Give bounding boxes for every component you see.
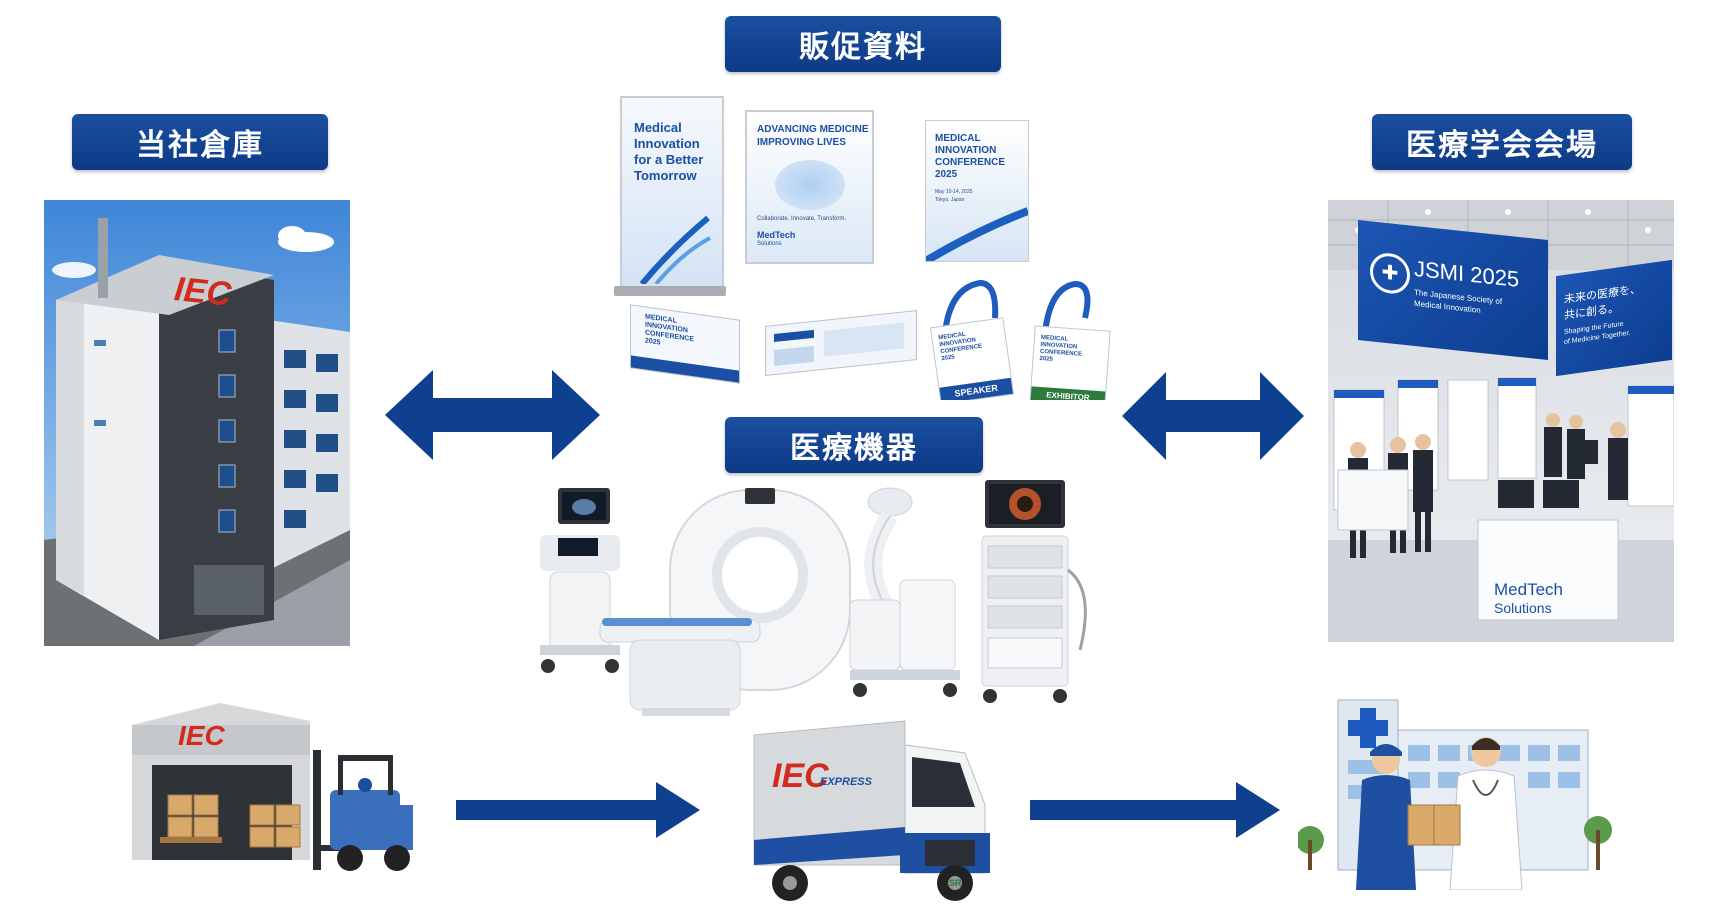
banner-left-line-2: Innovation — [634, 136, 700, 151]
poster-title-3: CONFERENCE — [935, 157, 1006, 168]
truck-brand-text: IEC — [772, 757, 829, 795]
flow-arrow-warehouse-to-truck — [456, 782, 700, 838]
banner-left-line-3: for a Better — [634, 152, 704, 167]
promo-materials-image: Medical Innovation for a Better Tomorrow… — [600, 90, 1120, 400]
medical-equipment-image — [520, 480, 1140, 725]
badge-speaker: MEDICAL INNOVATION CONFERENCE 2025 SPEAK… — [929, 317, 1015, 400]
warehouse-forklift-image: IEC — [120, 695, 420, 885]
small-warehouse-sign-text: IEC — [178, 720, 225, 751]
jsmi-banner: ✚ JSMI 2025 The Japanese Society of Medi… — [1358, 220, 1548, 360]
banner-center-tagline: Collaborate. Innovate. Transform. — [757, 216, 847, 222]
label-medical-conference-venue: 医療学会会場 — [1372, 114, 1632, 170]
poster-title-1: MEDICAL — [935, 133, 981, 144]
banner-left-line-1: Medical — [634, 120, 682, 135]
badge-exhibitor: MEDICAL INNOVATION CONFERENCE 2025 EXHIB… — [1029, 325, 1111, 400]
label-promo-materials: 販促資料 — [725, 16, 1001, 72]
poster-title-2: INNOVATION — [935, 145, 997, 156]
roll-up-banner-center: ADVANCING MEDICINE IMPROVING LIVES Colla… — [745, 110, 874, 264]
c-arm-xray — [849, 487, 960, 697]
jsmi-banner-title: JSMI 2025 — [1414, 255, 1520, 292]
double-arrow-right — [1122, 372, 1304, 460]
poster-date: May 10-14, 2025 — [935, 189, 973, 195]
conference-booklet: MEDICAL INNOVATION CONFERENCE 2025 — [630, 304, 740, 384]
ultrasound-machine — [540, 488, 620, 673]
roll-up-banner-left: Medical Innovation for a Better Tomorrow — [620, 96, 724, 290]
conference-venue-image: ✚ JSMI 2025 The Japanese Society of Medi… — [1328, 200, 1674, 642]
badge-exhibitor-role: EXHIBITOR — [1030, 386, 1106, 400]
banner-center-headline-2: IMPROVING LIVES — [757, 137, 846, 148]
banner-center-brand: MedTech — [757, 230, 796, 240]
banner-center-headline-1: ADVANCING MEDICINE — [757, 124, 869, 135]
truck-license-plate: SR — [949, 878, 962, 888]
warehouse-building-image: IEC — [44, 200, 350, 646]
flow-arrow-truck-to-hospital — [1030, 782, 1280, 838]
banner-left-line-4: Tomorrow — [634, 168, 697, 183]
double-arrow-left — [385, 370, 600, 460]
ct-scanner — [599, 488, 851, 716]
truck-brand-sub-text: EXPRESS — [820, 776, 873, 788]
booklet-line-4: 2025 — [645, 337, 661, 347]
badge-speaker-title-4: 2025 — [941, 354, 956, 363]
endoscopy-tower — [981, 480, 1087, 703]
label-company-warehouse: 当社倉庫 — [72, 114, 328, 170]
badge-exhibitor-title-4: 2025 — [1039, 355, 1054, 363]
delivery-truck-image: IEC EXPRESS SR — [750, 715, 1010, 905]
warehouse-sign-text: IEC — [173, 270, 234, 314]
banner-center-brand-sub: Solutions — [757, 241, 782, 247]
badge-speaker-role: SPEAKER — [939, 377, 1013, 400]
booth-brand-line-1: MedTech — [1494, 580, 1563, 599]
label-medical-equipment: 医療機器 — [725, 417, 983, 473]
poster-place: Tokyo, Japan — [935, 197, 965, 203]
booth-brand-line-2: Solutions — [1494, 600, 1552, 616]
conference-poster: MEDICAL INNOVATION CONFERENCE 2025 May 1… — [925, 120, 1029, 262]
hospital-delivery-image — [1298, 690, 1616, 890]
poster-title-4: 2025 — [935, 169, 958, 180]
conference-brochure — [765, 310, 917, 376]
